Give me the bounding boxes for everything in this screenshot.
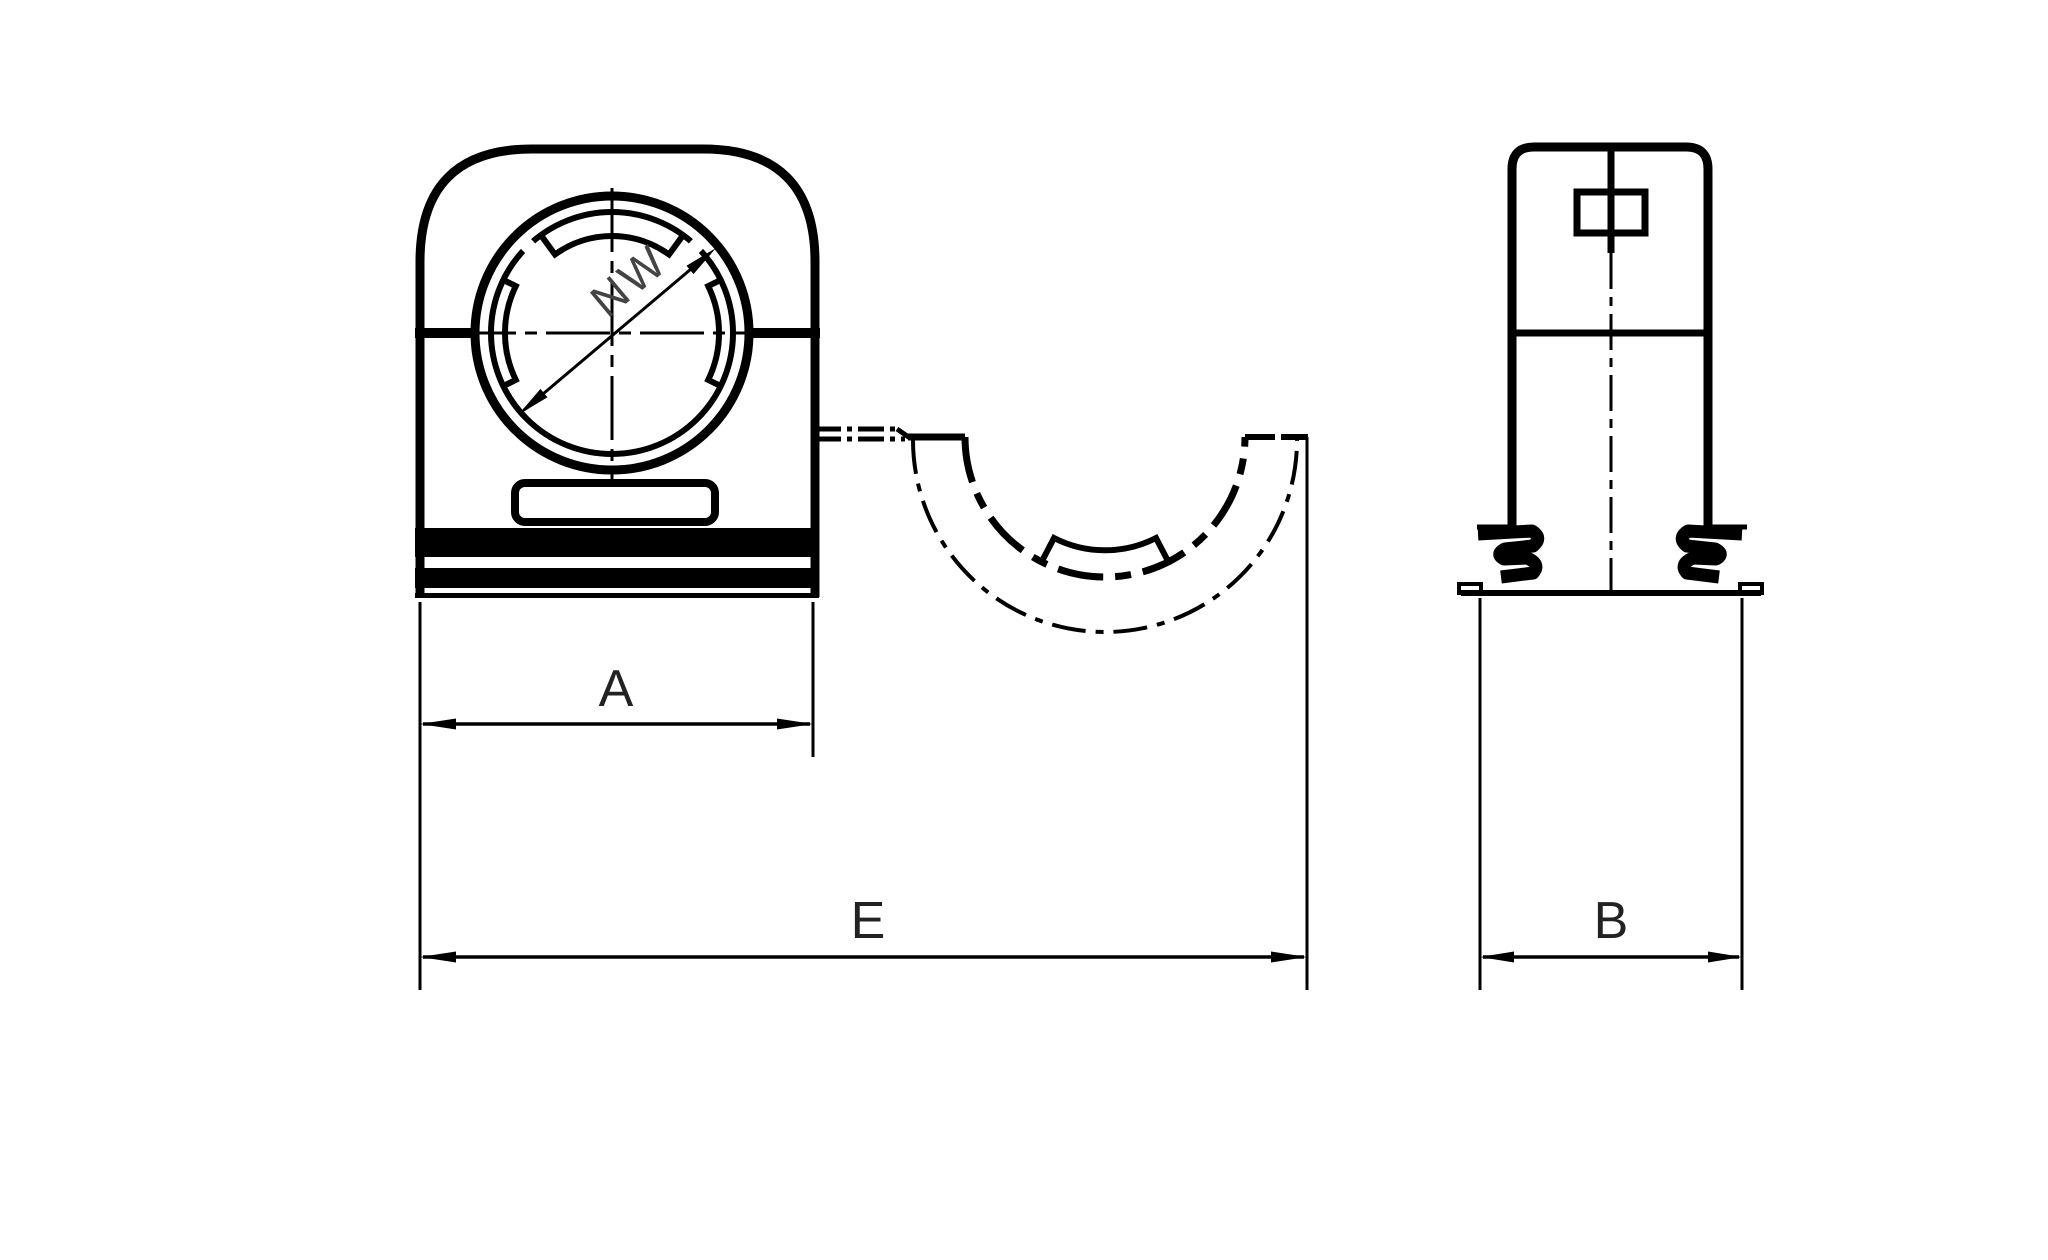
front-view: NW [415,144,820,598]
a-arrowhead-right [777,718,813,730]
spring-foot-left [1477,524,1545,584]
side-view [1457,142,1764,596]
release-tab [511,479,719,526]
shell-inner-arc [961,436,1249,581]
shell-outer-arc [911,439,1299,634]
base-strip-lower [415,568,819,588]
e-arrowhead-left [420,951,456,963]
base-bottom-edge [415,593,819,598]
b-arrowhead-right [1708,951,1742,963]
phantom-lower-shell [815,426,1309,990]
bore-notch-left [515,233,543,261]
bore-notch-right [681,233,709,261]
a-label: A [599,660,634,718]
e-label: E [851,892,886,950]
dimension-a: A [418,602,815,990]
dimension-b: B [1478,598,1744,990]
spring-foot-right [1675,524,1743,584]
shell-nub [1038,533,1172,565]
base-strip-upper [415,528,819,557]
nw-arrowhead-upper [686,248,716,275]
dimension-e: E [420,892,1307,963]
b-label: B [1594,892,1629,950]
nw-arrowhead-lower [518,388,548,415]
hinge-tab-chamfer [895,426,912,441]
a-arrowhead-left [420,718,456,730]
b-arrowhead-left [1480,951,1514,963]
e-arrowhead-right [1271,951,1307,963]
